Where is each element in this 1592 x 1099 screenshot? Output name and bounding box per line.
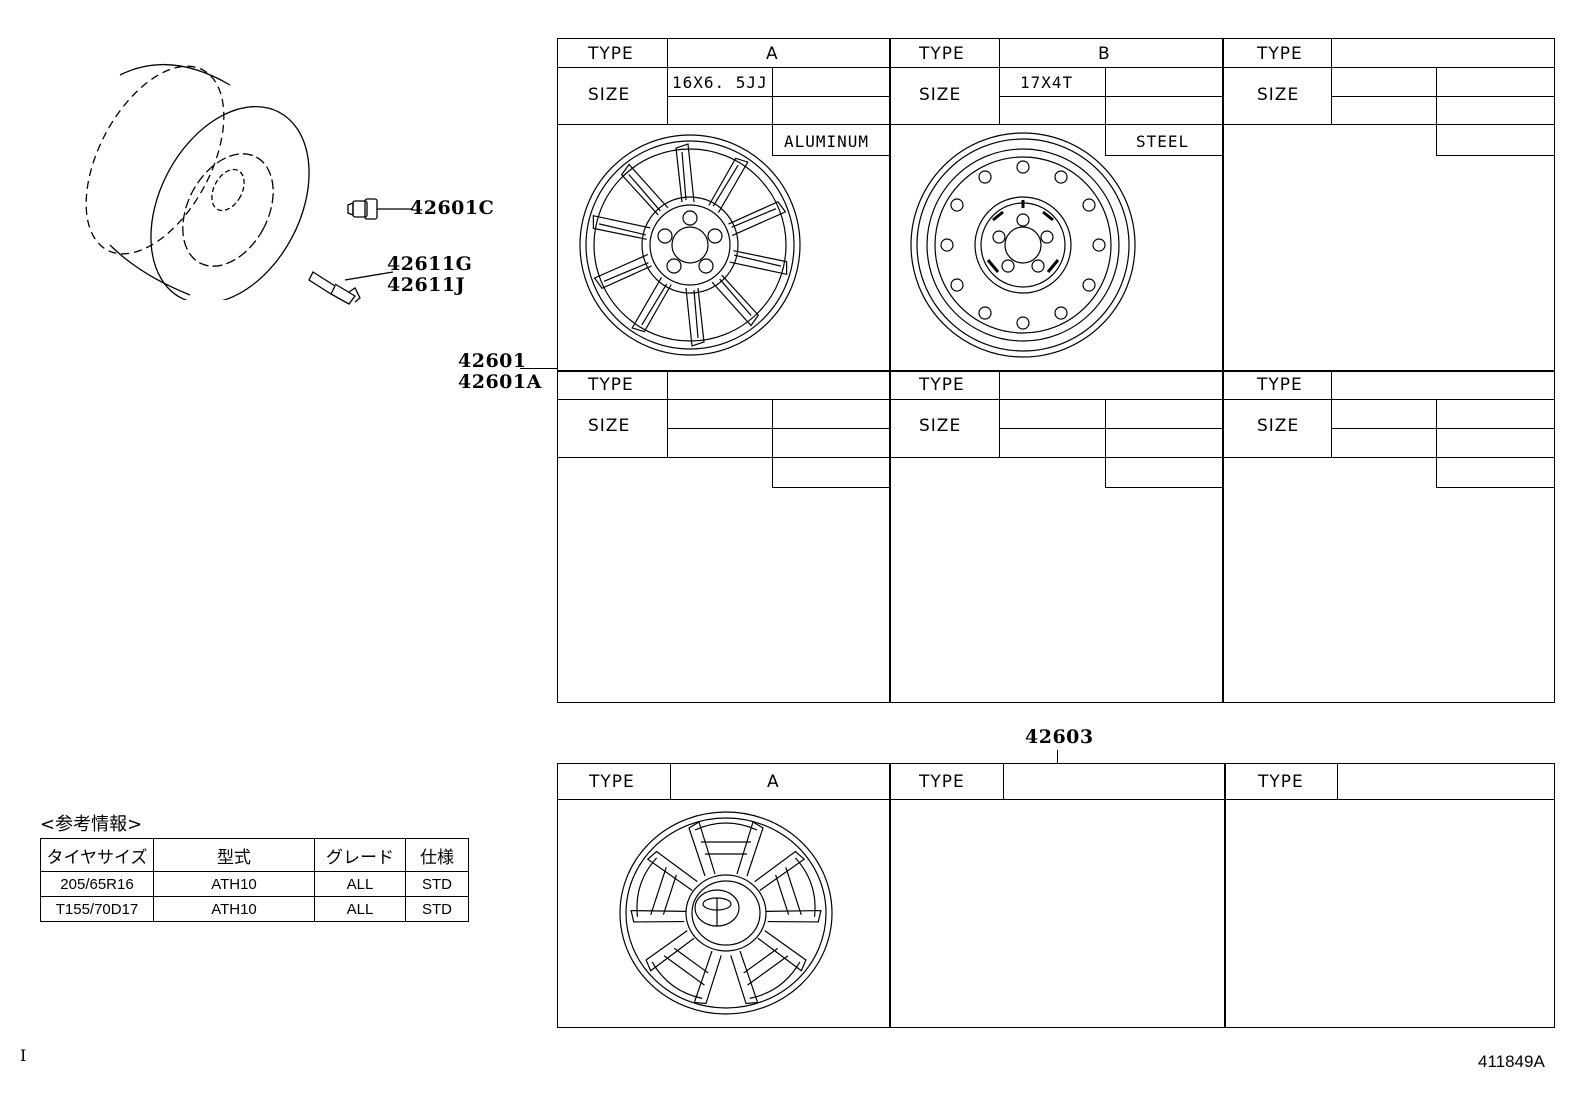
tire-illustration: [85, 64, 310, 300]
table-row: T155/70D17 ATH10 ALL STD: [40, 896, 469, 922]
divider: [667, 96, 889, 98]
type-value: A: [767, 772, 780, 792]
material-value: ALUMINUM: [784, 132, 870, 151]
col-header: タイヤサイズ: [40, 838, 154, 872]
divider: [557, 457, 1555, 459]
table-row: 205/65R16 ATH10 ALL STD: [40, 871, 469, 897]
divider: [557, 124, 1555, 126]
table-cell: 205/65R16: [40, 871, 154, 897]
col-header: 型式: [153, 838, 315, 872]
size-label: SIZE: [1257, 85, 1300, 105]
divider: [667, 38, 669, 125]
divider: [1331, 428, 1555, 430]
steel-wheel-illustration: [910, 132, 1136, 358]
aluminum-wheel-illustration: [579, 134, 801, 356]
leader-line-42603: [1057, 750, 1059, 764]
type-value: B: [1098, 44, 1111, 64]
divider: [1331, 370, 1333, 458]
type-label: TYPE: [589, 772, 635, 792]
table-cell: STD: [405, 871, 469, 897]
divider: [772, 67, 774, 155]
valve-stem-icon: [308, 271, 394, 305]
table-cell: ALL: [314, 871, 406, 897]
drawing-id: 411849A: [1478, 1052, 1545, 1071]
type-label: TYPE: [1257, 44, 1303, 64]
material-value: STEEL: [1136, 132, 1190, 151]
size-label: SIZE: [588, 416, 631, 436]
divider: [999, 428, 1222, 430]
divider: [667, 428, 889, 430]
divider: [772, 487, 889, 489]
left-mark: I: [20, 1046, 27, 1065]
wheel-nut-icon: [347, 198, 413, 220]
type-label: TYPE: [1257, 375, 1303, 395]
table-cell: ATH10: [153, 896, 315, 922]
divider: [1436, 487, 1555, 489]
leader-line-42601: [520, 368, 558, 370]
divider: [1003, 763, 1005, 800]
type-label: TYPE: [1258, 772, 1304, 792]
part-label-42611g: 42611G: [387, 253, 473, 275]
divider: [1331, 38, 1333, 125]
type-value: A: [766, 44, 779, 64]
part-label-42601c: 42601C: [410, 197, 495, 219]
divider: [1436, 67, 1438, 155]
wheel-cap-illustration: [619, 811, 833, 1015]
reference-table: タイヤサイズ 型式 グレード 仕様 205/65R16 ATH10 ALL ST…: [40, 838, 469, 922]
type-label: TYPE: [919, 44, 965, 64]
divider: [557, 67, 1555, 69]
size-label: SIZE: [588, 85, 631, 105]
divider: [1224, 763, 1226, 1028]
divider: [999, 38, 1001, 125]
part-label-42611j: 42611J: [387, 274, 466, 296]
type-label: TYPE: [919, 375, 965, 395]
size-value: 17X4T: [1020, 73, 1074, 92]
size-value: 16X6. 5JJ: [672, 73, 768, 92]
part-label-42601: 42601: [458, 350, 527, 372]
divider: [670, 763, 672, 800]
size-label: SIZE: [919, 85, 962, 105]
divider: [1331, 96, 1555, 98]
divider: [557, 399, 1555, 401]
table-cell: T155/70D17: [40, 896, 154, 922]
table-cell: ALL: [314, 896, 406, 922]
part-label-42603: 42603: [1025, 726, 1094, 748]
divider: [1337, 763, 1339, 800]
divider: [1436, 399, 1438, 488]
table-cell: ATH10: [153, 871, 315, 897]
table-cell: STD: [405, 896, 469, 922]
divider: [772, 399, 774, 488]
divider: [1105, 67, 1107, 155]
part-label-42601a: 42601A: [458, 371, 542, 393]
col-header: グレード: [314, 838, 406, 872]
divider: [1105, 399, 1107, 488]
divider: [999, 370, 1001, 458]
divider: [1105, 155, 1222, 157]
divider: [1436, 155, 1555, 157]
reference-title: <参考情報>: [40, 814, 143, 835]
divider: [772, 155, 889, 157]
col-header: 仕様: [405, 838, 469, 872]
type-label: TYPE: [919, 772, 965, 792]
divider: [667, 370, 669, 458]
table-header-row: タイヤサイズ 型式 グレード 仕様: [40, 838, 469, 872]
cap-type-table: [557, 763, 1555, 1028]
divider: [999, 96, 1222, 98]
divider: [557, 799, 1555, 801]
type-label: TYPE: [588, 44, 634, 64]
divider: [1105, 487, 1222, 489]
divider: [557, 370, 1555, 372]
type-label: TYPE: [588, 375, 634, 395]
size-label: SIZE: [919, 416, 962, 436]
divider: [889, 763, 891, 1028]
size-label: SIZE: [1257, 416, 1300, 436]
